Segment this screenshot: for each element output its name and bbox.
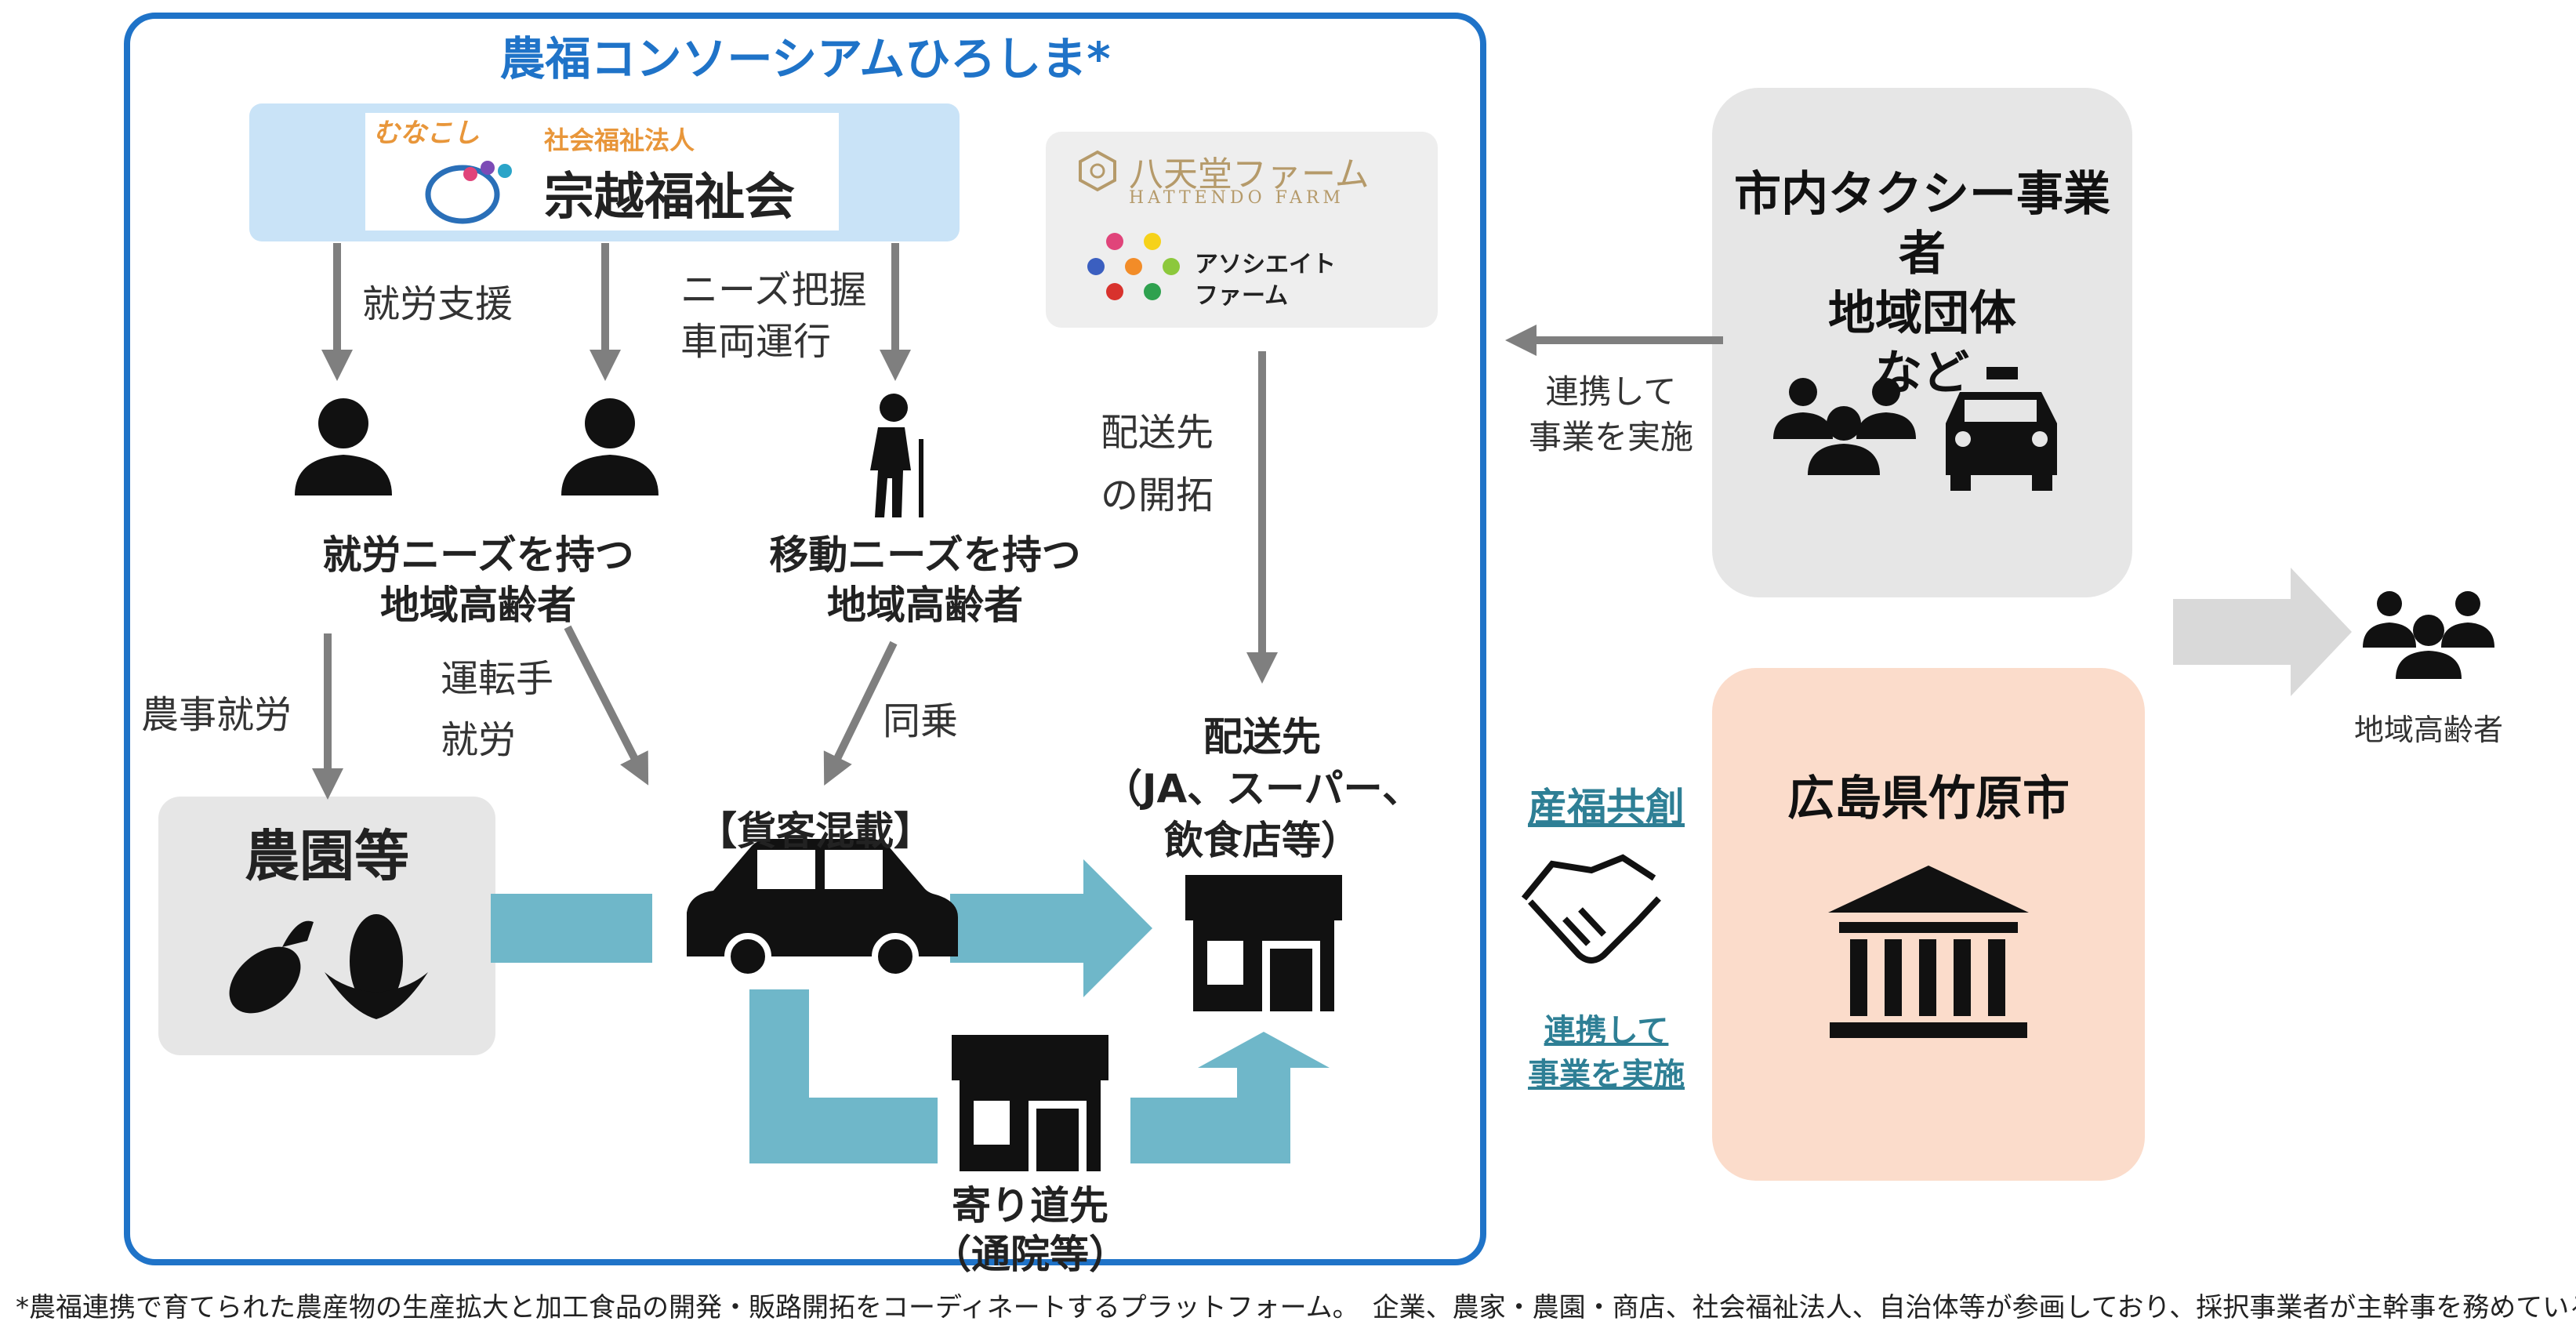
flow-up-to-shop (1130, 1032, 1330, 1163)
label-sanpuku-kyousou: 産福共創 (1528, 785, 1685, 830)
label-sharyou-unkou: 車両運行 (680, 320, 832, 364)
person-icon-2 (561, 398, 659, 495)
label-shurou-needs-2: 地域高齢者 (380, 583, 576, 628)
hattendo-farm-name: 八天堂ファーム (1129, 154, 1370, 194)
label-needs-haaku: ニーズ把握 (680, 268, 867, 312)
label-untenshu-2: 就労 (441, 718, 517, 762)
taxi-operators-text: 市内タクシー事業者 地域団体 など (1712, 165, 2132, 403)
consortium-frame (124, 13, 1486, 1265)
label-shurou-shien: 就労支援 (362, 282, 513, 326)
arrow-untenshu (564, 625, 649, 786)
label-renkei-b1: 連携して (1544, 1013, 1669, 1049)
munekoshi-name: 宗越福祉会 (544, 169, 795, 227)
label-yorimichi-1: 寄り道先 (952, 1183, 1108, 1229)
associate-farm-line2: ファーム (1195, 282, 1289, 310)
label-shurou-needs-1: 就労ニーズを持つ (322, 532, 634, 578)
munekoshi-org-type: 社会福祉法人 (544, 125, 695, 155)
associate-farm-dots-icon (1087, 233, 1180, 300)
associate-farm-line1: アソシエイト (1195, 251, 1336, 278)
corn-icon (325, 914, 428, 1019)
label-kakyaku-konsai: 【貨客混載】 (698, 808, 933, 854)
group-icon-taxi (1773, 378, 1916, 475)
eggplant-icon (229, 920, 314, 1014)
teal-flow-arrows (491, 568, 2352, 1163)
taxi-icon (1946, 367, 2057, 491)
flow-farm-to-car (491, 894, 652, 963)
flow-car-to-shop (950, 859, 1152, 997)
label-renkei-1: 連携して (1545, 372, 1677, 411)
arrow-doujou (823, 641, 898, 786)
label-haisou-kaitaku-2: の開拓 (1101, 474, 1214, 517)
handshake-icon (1521, 854, 1661, 964)
munekoshi-logo-text: むなこし (373, 118, 480, 149)
label-untenshu-1: 運転手 (441, 657, 554, 701)
farm-box (158, 797, 495, 1055)
label-haisousaki-1: 配送先 (1203, 714, 1321, 760)
taxi-operators-box (1712, 88, 2132, 597)
gray-arrows (312, 243, 1723, 800)
car-icon (687, 839, 958, 980)
label-haisousaki-2: （JA、スーパー、 (1102, 766, 1422, 811)
city-name: 広島県竹原市 (1787, 771, 2070, 826)
taxi-line-2: 地域団体 (1828, 286, 2016, 341)
label-haisousaki-3: 飲食店等） (1164, 818, 1360, 863)
consortium-title: 農福コンソーシアムひろしま* (499, 32, 1111, 85)
label-nouji-shurou: 農事就労 (141, 693, 292, 737)
city-hall-icon (1828, 866, 2029, 1038)
label-idou-needs-1: 移動ニーズを持つ (769, 532, 1081, 578)
label-doujou: 同乗 (883, 699, 959, 743)
label-renkei-b2: 事業を実施 (1528, 1057, 1685, 1093)
label-chiiki-koureisha: 地域高齢者 (2353, 713, 2503, 747)
label-haisou-kaitaku-1: 配送先 (1101, 411, 1214, 455)
shop-icon-main (1185, 875, 1342, 1011)
person-icon-1 (295, 398, 392, 495)
munekoshi-logo-icon (425, 161, 512, 224)
flow-to-elderly (2173, 568, 2352, 696)
flow-car-down (749, 989, 938, 1163)
label-idou-needs-2: 地域高齢者 (827, 583, 1023, 628)
label-renkei-2: 事業を実施 (1528, 418, 1693, 456)
footnote: *農福連携で育てられた農産物の生産拡大と加工食品の開発・販路開拓をコーディネート… (16, 1292, 2576, 1323)
farm-label: 農園等 (245, 824, 409, 888)
hattendo-farm-english: HATTENDO FARM (1129, 188, 1344, 208)
label-yorimichi-2: （通院等） (932, 1232, 1128, 1277)
shop-icon-stopover (952, 1035, 1108, 1171)
elderly-person-icon (870, 394, 923, 517)
taxi-line-1: 市内タクシー事業者 (1734, 167, 2110, 281)
hattendo-logo-icon (1079, 150, 1116, 192)
group-icon-elderly (2363, 591, 2494, 679)
